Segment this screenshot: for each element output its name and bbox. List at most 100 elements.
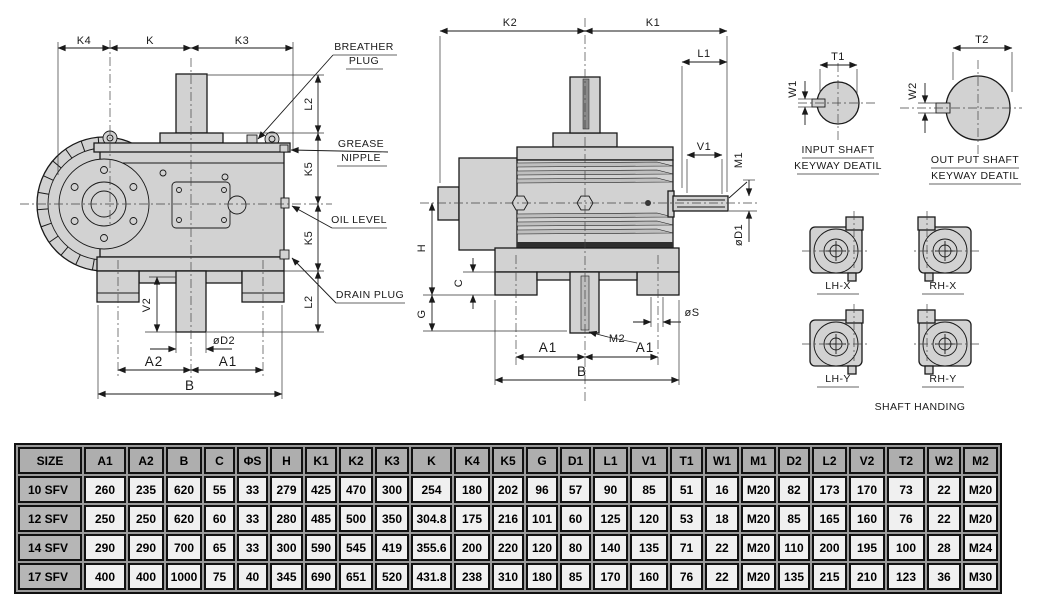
breather-plug-label2: PLUG — [349, 55, 379, 67]
table-value-cell: 350 — [375, 505, 409, 532]
input-keyway-caption2: KEYWAY DEATIL — [794, 160, 882, 172]
table-value-cell: 300 — [375, 476, 409, 503]
table-value-cell: M20 — [963, 505, 998, 532]
handing-lh-y-label: LH-Y — [825, 373, 851, 385]
table-value-cell: 75 — [204, 563, 235, 590]
table-value-cell: 250 — [128, 505, 164, 532]
grease-nipple — [279, 144, 289, 153]
table-header-col-14: D1 — [560, 447, 591, 474]
dim-a2: A2 — [145, 354, 164, 369]
table-header-col-19: M1 — [741, 447, 776, 474]
table-value-cell: 590 — [305, 534, 337, 561]
table-header-col-10: K — [411, 447, 452, 474]
dim-s: øS — [684, 307, 699, 319]
handing-rh-y-label: RH-Y — [929, 373, 956, 385]
table-header-col-4: C — [204, 447, 235, 474]
table-value-cell: 300 — [270, 534, 303, 561]
table-value-cell: 620 — [166, 476, 202, 503]
side-view-dimensions: K4 K K3 L2 K5 K5 L2 V2 øD2 — [57, 35, 324, 399]
table-value-cell: 304.8 — [411, 505, 452, 532]
handing-lh-x-label: LH-X — [825, 280, 851, 292]
table-value-cell: 51 — [670, 476, 703, 503]
dim-h: H — [416, 244, 428, 252]
table-header-col-9: K3 — [375, 447, 409, 474]
dim-k3: K3 — [235, 35, 249, 47]
table-value-cell: 76 — [887, 505, 925, 532]
table-value-cell: 100 — [887, 534, 925, 561]
table-size-cell: 10 SFV — [18, 476, 82, 503]
breather-plug-label: BREATHER — [334, 41, 394, 53]
table-value-cell: 90 — [593, 476, 628, 503]
table-value-cell: 260 — [84, 476, 126, 503]
dim-a1-left: A1 — [539, 340, 558, 355]
table-value-cell: 125 — [593, 505, 628, 532]
table-value-cell: 345 — [270, 563, 303, 590]
table-value-cell: 470 — [339, 476, 373, 503]
table-value-cell: 254 — [411, 476, 452, 503]
dim-a1-side: A1 — [219, 354, 238, 369]
table-value-cell: 135 — [778, 563, 810, 590]
dim-k5-top: K5 — [303, 162, 315, 176]
table-value-cell: 1000 — [166, 563, 202, 590]
table-header-col-2: A2 — [128, 447, 164, 474]
table-value-cell: 431.8 — [411, 563, 452, 590]
handing-rh-y-drawing — [910, 303, 980, 375]
handing-lh-x-drawing — [801, 210, 871, 282]
keyway-and-handing-panel: T1 W1 INPUT SHAFT KEYWAY DEATIL T2 W2 — [787, 34, 1022, 413]
table-size-cell: 17 SFV — [18, 563, 82, 590]
dim-k2: K2 — [503, 17, 517, 29]
table-value-cell: 520 — [375, 563, 409, 590]
table-value-cell: 57 — [560, 476, 591, 503]
table-value-cell: 280 — [270, 505, 303, 532]
dim-b-side: B — [185, 378, 195, 393]
table-value-cell: M20 — [741, 534, 776, 561]
table-header-col-3: B — [166, 447, 202, 474]
table-value-cell: 33 — [237, 534, 268, 561]
table-header-col-21: L2 — [812, 447, 847, 474]
table-header-col-17: T1 — [670, 447, 703, 474]
table-value-cell: 290 — [84, 534, 126, 561]
table-value-cell: 28 — [927, 534, 961, 561]
output-shaft-right — [672, 195, 729, 212]
table-header-col-13: G — [526, 447, 558, 474]
table-value-cell: 82 — [778, 476, 810, 503]
table-value-cell: 310 — [492, 563, 524, 590]
table-value-cell: 110 — [778, 534, 810, 561]
table-value-cell: 120 — [630, 505, 668, 532]
table-header-col-8: K2 — [339, 447, 373, 474]
front-view-dimensions: K2 K1 L1 V1 M1 øD1 H G C — [416, 17, 757, 385]
table-value-cell: M20 — [741, 476, 776, 503]
table-header-col-7: K1 — [305, 447, 337, 474]
dim-k1: K1 — [646, 17, 660, 29]
side-view-callouts: BREATHER PLUG GREASE NIPPLE OIL LEVEL DR… — [257, 41, 405, 304]
dim-v1: V1 — [697, 141, 711, 153]
table-header-col-5: ΦS — [237, 447, 268, 474]
table-value-cell: 18 — [705, 505, 739, 532]
table-value-cell: 16 — [705, 476, 739, 503]
side-view-centerlines — [20, 40, 332, 378]
table-header-col-23: T2 — [887, 447, 925, 474]
table-value-cell: 210 — [849, 563, 885, 590]
table-header-col-20: D2 — [778, 447, 810, 474]
table-value-cell: 200 — [454, 534, 490, 561]
oil-level-plug — [280, 197, 290, 209]
front-view-centerlines — [420, 18, 757, 402]
dim-b-front: B — [577, 364, 587, 379]
table-header-col-11: K4 — [454, 447, 490, 474]
grease-nipple-label2: NIPPLE — [341, 152, 381, 164]
table-header-col-16: V1 — [630, 447, 668, 474]
table-value-cell: 120 — [526, 534, 558, 561]
output-keyway-caption2: KEYWAY DEATIL — [931, 170, 1019, 182]
front-view-drawing: K2 K1 L1 V1 M1 øD1 H G C — [416, 17, 757, 402]
table-value-cell: 33 — [237, 505, 268, 532]
input-keyway-caption1: INPUT SHAFT — [801, 144, 874, 156]
table-value-cell: M24 — [963, 534, 998, 561]
table-value-cell: 85 — [560, 563, 591, 590]
dim-k4: K4 — [77, 35, 91, 47]
shaft-handing-diagrams: LH-X RH-X LH-Y RH-Y SHAFT HANDING — [801, 210, 980, 413]
side-view-drawing: K4 K K3 L2 K5 K5 L2 V2 øD2 — [20, 35, 405, 399]
gearbox-front-body — [437, 76, 729, 334]
input-keyway-detail: T1 W1 INPUT SHAFT KEYWAY DEATIL — [787, 51, 882, 175]
table-value-cell: 160 — [630, 563, 668, 590]
